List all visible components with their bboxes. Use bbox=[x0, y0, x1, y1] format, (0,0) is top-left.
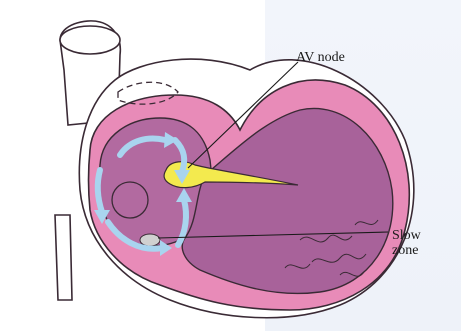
slow-zone-label: Slow zone bbox=[392, 228, 421, 258]
av-node-label: AV node bbox=[296, 50, 345, 65]
slow-zone-label-line1: Slow bbox=[392, 228, 421, 243]
slow-zone-oval bbox=[140, 234, 160, 246]
slow-zone-label-line2: zone bbox=[392, 243, 421, 258]
